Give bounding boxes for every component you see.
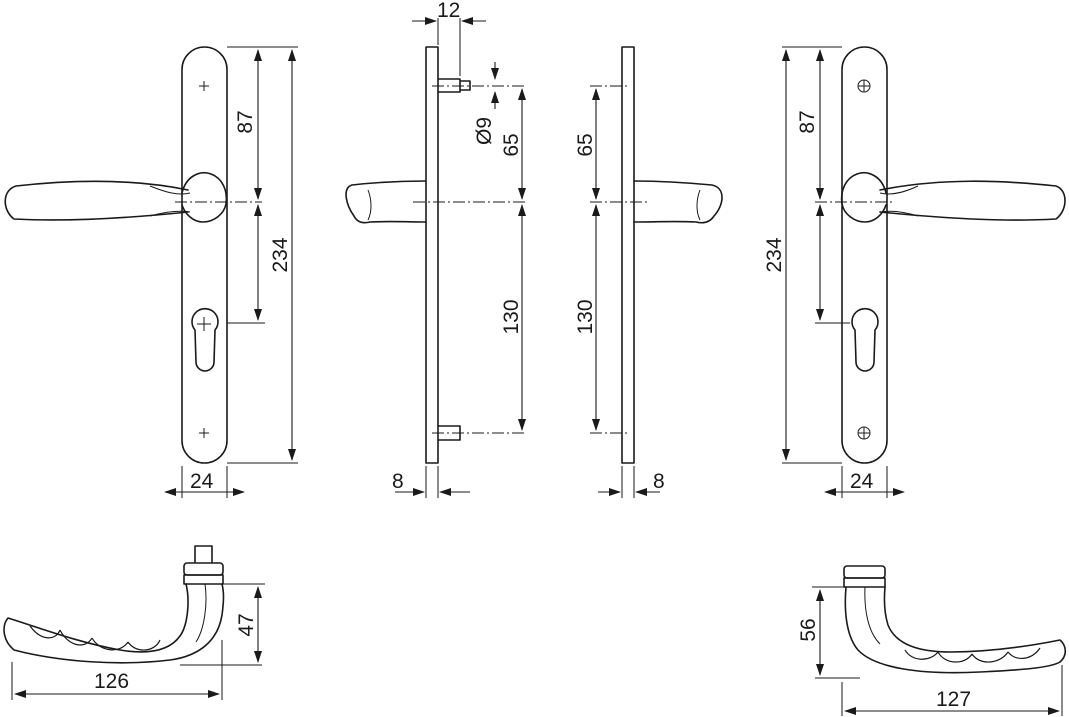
front-left-upper-label: 87: [234, 110, 257, 133]
front-view-right: [782, 46, 1066, 498]
side-left-thickness-label: 8: [392, 470, 404, 493]
front-right-height-label: 234: [763, 237, 786, 272]
front-right-width-label: 24: [850, 470, 874, 493]
lever-right-length-label: 127: [936, 688, 971, 711]
side-left-lower-label: 130: [500, 299, 523, 334]
side-left-projection-label: 12: [437, 0, 460, 22]
side-view-right: [590, 46, 723, 498]
front-left-height-label: 234: [269, 237, 292, 272]
side-view-left: [345, 17, 526, 498]
front-view-left: [4, 46, 298, 498]
side-left-upper-label: 65: [500, 133, 523, 156]
lever-left-height-label: 47: [235, 613, 258, 636]
lever-top-view-left: [3, 545, 265, 700]
side-right-upper-label: 65: [574, 133, 597, 156]
lever-right-height-label: 56: [797, 618, 820, 641]
lever-top-view-right: [812, 565, 1067, 716]
side-right-thickness-label: 8: [653, 470, 665, 493]
front-left-width-label: 24: [190, 470, 214, 493]
front-right-upper-label: 87: [796, 110, 819, 133]
side-left-diameter-label: Ø9: [473, 117, 496, 145]
side-right-lower-label: 130: [574, 299, 597, 334]
lever-left-length-label: 126: [94, 670, 129, 693]
